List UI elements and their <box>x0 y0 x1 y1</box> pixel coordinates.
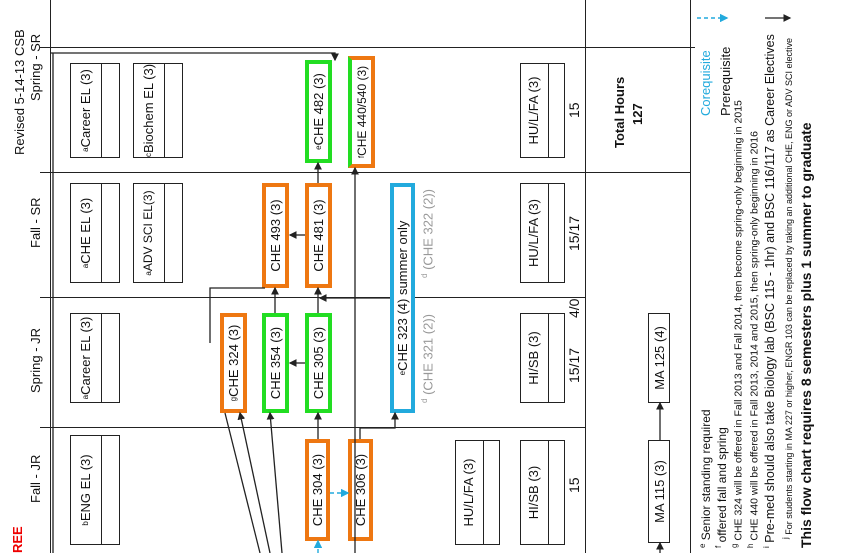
footnote-fall-spring: f offered fall and spring <box>714 427 729 548</box>
footnote-senior: e Senior standing required <box>698 409 713 548</box>
arrow-line-to-493 <box>209 287 265 343</box>
footnote-engr103: j For students starting in MA 227 or hig… <box>781 37 794 539</box>
arrow-line-354-a <box>266 411 283 553</box>
summary-text: This flow chart requires 8 semesters plu… <box>798 122 814 548</box>
footnote-che440: h CHE 440 will be offered in Fall 2013, … <box>746 131 761 548</box>
legend-corequisite: Corequisite <box>698 50 713 116</box>
arrow-line-324-a <box>224 412 261 553</box>
footnote-premed: i Pre-med should also take Biology lab (… <box>762 34 778 548</box>
arrow-top-to-482 <box>50 52 335 553</box>
arrow-line-324-b <box>237 411 271 553</box>
footnote-che324: g CHE 324 will be offered in Fall 2013 a… <box>730 100 745 548</box>
arrow-306-to-323 <box>359 411 399 439</box>
